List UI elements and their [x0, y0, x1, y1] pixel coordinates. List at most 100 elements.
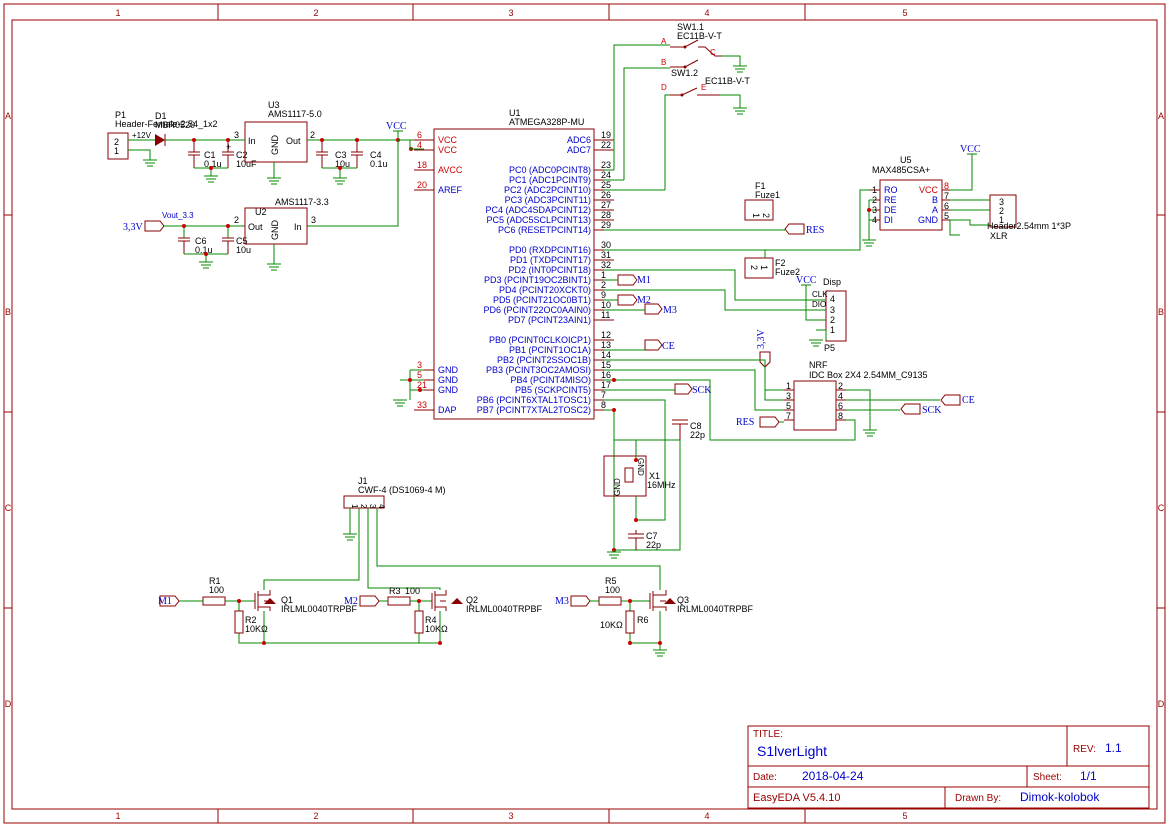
u3-value: AMS1117-5.0: [268, 109, 322, 119]
u3-ref: U3: [268, 100, 280, 110]
c5-value: 10u: [236, 245, 251, 255]
j1-header-body: [343, 495, 385, 509]
frame-col-label: 5: [902, 8, 907, 18]
sw-pin-d: D: [661, 83, 667, 92]
u2-ref: U2: [255, 207, 267, 217]
c4-value: 0.1u: [370, 159, 388, 169]
r3-value: 100: [405, 586, 420, 596]
frame-col-label: 1: [115, 8, 120, 18]
p5-clk-label: CLK: [812, 290, 828, 299]
u1-pin-number: 28: [601, 210, 611, 220]
u1-pin-number: 10: [601, 300, 611, 310]
u1-pin-name: ADC6: [567, 135, 591, 145]
u1-pin-number: 3: [417, 360, 422, 370]
d1-diode-symbol: [155, 134, 165, 146]
r5-ref: R5: [605, 576, 617, 586]
u1-value: ATMEGA328P-MU: [509, 117, 584, 127]
r6-ref: R6: [637, 615, 649, 625]
f1-pin: 2: [761, 213, 771, 218]
f1-value: Fuze1: [755, 190, 780, 200]
m2-port: [359, 595, 380, 607]
u1-pin-number: 4: [417, 140, 422, 150]
u5-pin-number: 6: [944, 201, 949, 211]
x1-gnd-label: GND: [613, 478, 622, 496]
u1-pin-name: PD2 (INT0PCINT18): [508, 265, 591, 275]
mcu-net-ports: M1 M2 M3 CE SCK: [604, 274, 712, 396]
frame-col-label: 3: [508, 8, 513, 18]
u1-pin-number: 30: [601, 240, 611, 250]
f1-ref: F1: [755, 181, 766, 191]
u1-pin-number: 9: [601, 290, 606, 300]
u5-pin-number: 7: [944, 191, 949, 201]
nrf-pin-number: 6: [838, 401, 843, 411]
u1-pin-number: 20: [417, 180, 427, 190]
u3-pin-out: 2: [310, 130, 315, 140]
j1-ref: J1: [358, 476, 368, 486]
u1-pin-number: 21: [417, 380, 427, 390]
u1-pin-number: 1: [601, 270, 606, 280]
q1-mosfet-symbol: [254, 590, 271, 611]
u1-pin-number: 6: [417, 130, 422, 140]
u1-pin-number: 26: [601, 190, 611, 200]
u1-pin-name: PB7 (PCINT7XTAL2TOSC2): [477, 405, 591, 415]
sw-pin-c: C: [710, 48, 716, 57]
j1-pin: 4: [377, 504, 386, 509]
date-value: 2018-04-24: [802, 769, 864, 783]
f2-ref: F2: [775, 258, 786, 268]
u1-pin-number: 32: [601, 260, 611, 270]
title-label: TITLE:: [753, 729, 783, 740]
q3-mosfet-symbol: [649, 590, 667, 611]
res-net-label: RES: [736, 417, 754, 428]
u1-pin-name: PD0 (RXDPCINT16): [509, 245, 591, 255]
f2-fuse-body: [744, 257, 774, 279]
r3-resistor: [387, 596, 411, 606]
u5-pin-number: 5: [944, 211, 949, 221]
j1-pin: 3: [368, 504, 377, 509]
xlr-pin: 2: [999, 206, 1004, 216]
u1-pin-number: 18: [417, 160, 427, 170]
nrf-pin-number: 3: [786, 391, 791, 401]
u1-pin-number: 5: [417, 370, 422, 380]
u2-value: AMS1117-3.3: [275, 197, 329, 207]
frame-row-label: C: [1158, 503, 1165, 513]
nrf-pin-number: 4: [838, 391, 843, 401]
reg33-section: 3,3V Vout_3.3 C6 0.1u C5 10u U2 AMS1117-…: [123, 197, 329, 271]
frame-col-label: 5: [902, 811, 907, 821]
rev-value: 1.1: [1105, 741, 1122, 755]
frame-col-label: 2: [313, 811, 318, 821]
x1-crystal-body: [603, 455, 647, 497]
u5-pin-name: VCC: [919, 185, 939, 195]
mosfet-drivers: M1 R1 100 R2 10KΩ Q1 IRLML0040TRPBF M2 R…: [158, 576, 754, 657]
u1-pin-name: PD7 (PCINT23AIN1): [508, 315, 591, 325]
p5-value: Disp: [823, 277, 841, 287]
q1-value: IRLML0040TRPBF: [281, 604, 358, 614]
c6-ref: C6: [195, 236, 207, 246]
u3-regulator-body: [244, 121, 308, 163]
u3-pin-in: 3: [234, 130, 239, 140]
q3-value: IRLML0040TRPBF: [677, 604, 754, 614]
ce-net-label: CE: [962, 395, 975, 406]
gnd-icon: [653, 649, 667, 657]
sw1-encoder: SW1.1 EC11B-V-T SW1.2 EC11B-V-T A B C D …: [604, 22, 750, 191]
m3-net-label: M3: [555, 596, 569, 607]
u5-pin-name: DI: [884, 215, 893, 225]
u5-value: MAX485CSA+: [872, 165, 930, 175]
res-port: [759, 416, 780, 428]
q2-value: IRLML0040TRPBF: [466, 604, 543, 614]
c2-value: 10uF: [236, 159, 257, 169]
gnd-icon: [267, 177, 281, 185]
fuses: F1 Fuze1 1 2 F2 Fuze2 2 1 RES: [604, 181, 875, 279]
c7-ref: C7: [646, 531, 658, 541]
u2-gnd-label: GND: [270, 220, 280, 241]
p5-pin: 1: [830, 325, 835, 335]
xlr-pin: 3: [999, 197, 1004, 207]
u1-pin-name: PB1 (PCINT1OC1A): [509, 345, 591, 355]
gnd-icon: [143, 159, 157, 167]
u1-pin-name: PC0 (ADC0PCINT8): [509, 165, 591, 175]
tool-label: EasyEDA V5.4.10: [753, 792, 840, 804]
p5-pin: 4: [830, 294, 835, 304]
